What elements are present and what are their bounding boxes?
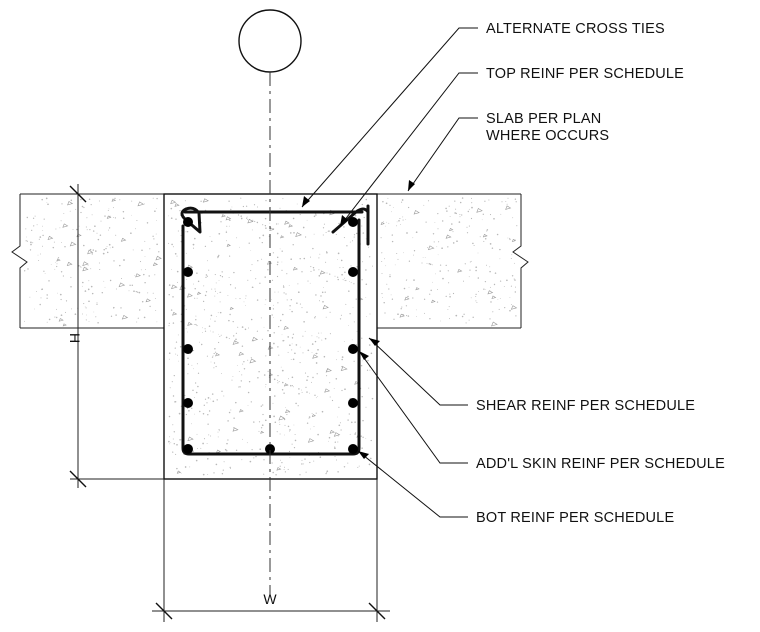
note-slab-line2: WHERE OCCURS (486, 128, 609, 144)
bottom-bar (183, 444, 193, 454)
concrete-texture (23, 197, 518, 476)
skin-bar (183, 267, 193, 277)
bottom-bar (265, 444, 275, 454)
height-dimension: H (67, 184, 164, 488)
skin-bar (348, 267, 358, 277)
note-shear-reinf: SHEAR REINF PER SCHEDULE (476, 398, 695, 414)
rebar-bars (183, 217, 358, 454)
top-bar (348, 217, 358, 227)
note-top-reinf: TOP REINF PER SCHEDULE (486, 66, 684, 82)
skin-bar (183, 398, 193, 408)
width-dimension: W (152, 479, 390, 622)
stirrup-hook-left (180, 206, 202, 234)
note-slab-line1: SLAB PER PLAN (486, 111, 601, 127)
note-cross-ties: ALTERNATE CROSS TIES (486, 21, 665, 37)
leaders (301, 27, 478, 518)
slab-right (377, 193, 529, 329)
bottom-bar (348, 444, 358, 454)
width-label: W (263, 591, 277, 607)
note-bot-reinf: BOT REINF PER SCHEDULE (476, 510, 674, 526)
height-label: H (67, 333, 83, 343)
top-bar (183, 217, 193, 227)
note-skin-reinf: ADD'L SKIN REINF PER SCHEDULE (476, 456, 725, 472)
skin-bar (183, 344, 193, 354)
grid-bubble (238, 9, 302, 73)
skin-bar (348, 398, 358, 408)
slab-left (11, 193, 164, 329)
skin-bar (348, 344, 358, 354)
stirrup (181, 204, 370, 456)
